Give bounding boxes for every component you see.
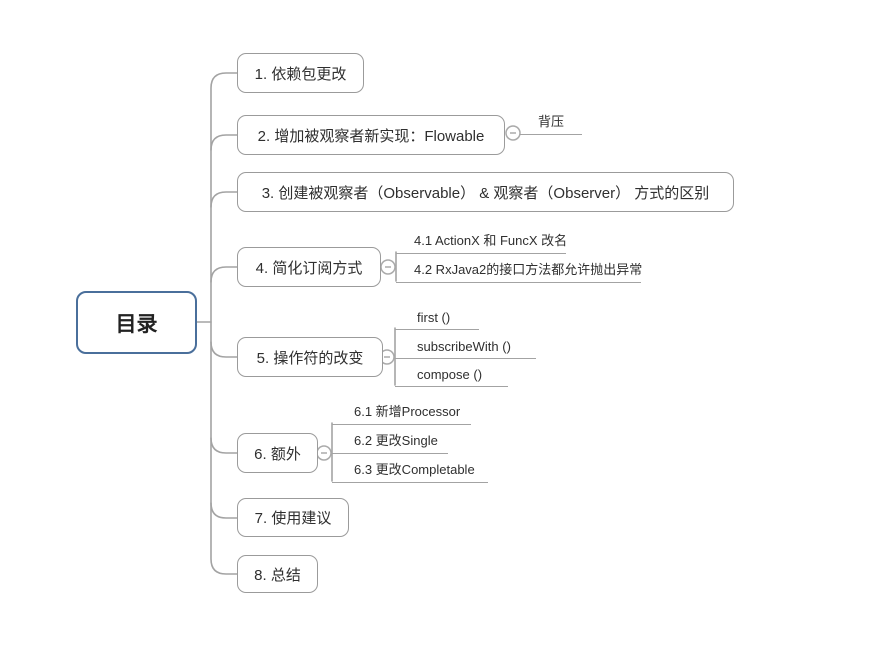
subtopic-5-2-label: subscribeWith () xyxy=(417,339,511,354)
main-topic-5-label: 5. 操作符的改变 xyxy=(256,349,364,367)
subtopic-4-1-label: 4.1 ActionX 和 FuncX 改名 xyxy=(414,233,568,248)
main-topic-2-label: 2. 增加被观察者新实现：Flowable xyxy=(257,127,485,145)
subtopic-6-1-label: 6.1 新增Processor xyxy=(354,404,461,419)
main-topic-1[interactable]: 1. 依赖包更改 xyxy=(237,53,364,93)
connector-line xyxy=(210,191,238,208)
connector-line xyxy=(210,437,238,454)
subtopic-5-3-label: compose () xyxy=(417,367,483,382)
subtopic-2-1-label: 背压 xyxy=(538,114,565,129)
main-topic-7-label: 7. 使用建议 xyxy=(254,510,332,527)
subtopic-5-3[interactable]: compose () xyxy=(395,361,508,387)
subtopic-5-1-label: first () xyxy=(417,310,451,325)
main-topic-8[interactable]: 8. 总结 xyxy=(237,555,318,593)
main-topic-6-label: 6. 额外 xyxy=(254,445,301,463)
collapse-toggle-icon[interactable] xyxy=(505,125,521,141)
main-topic-3[interactable]: 3. 创建被观察者（Observable） & 观察者（Observer） 方式… xyxy=(237,172,734,212)
connector-line xyxy=(210,72,238,575)
subtopic-2-1[interactable]: 背压 xyxy=(520,109,582,135)
connector-line xyxy=(210,134,238,151)
main-topic-8-label: 8. 总结 xyxy=(254,566,301,584)
connector-line xyxy=(210,266,238,283)
subtopic-4-2[interactable]: 4.2 RxJava2的接口方法都允许抛出异常 xyxy=(396,257,643,283)
main-topic-4[interactable]: 4. 简化订阅方式 xyxy=(237,247,381,287)
subtopic-6-2[interactable]: 6.2 更改Single xyxy=(332,428,448,454)
main-topic-6[interactable]: 6. 额外 xyxy=(237,433,318,473)
connector-line xyxy=(210,341,238,358)
subtopic-6-3-label: 6.3 更改Completable xyxy=(354,462,475,477)
main-topic-4-label: 4. 简化订阅方式 xyxy=(255,259,363,277)
root-topic-label: 目录 xyxy=(115,312,158,336)
main-topic-2[interactable]: 2. 增加被观察者新实现：Flowable xyxy=(237,115,505,155)
main-topic-1-label: 1. 依赖包更改 xyxy=(254,65,347,83)
subtopic-4-1[interactable]: 4.1 ActionX 和 FuncX 改名 xyxy=(396,228,568,254)
connector-line xyxy=(210,502,238,519)
main-topic-3-label: 3. 创建被观察者（Observable） & 观察者（Observer） 方式… xyxy=(261,184,710,202)
main-topic-7[interactable]: 7. 使用建议 xyxy=(237,498,349,537)
subtopic-6-2-label: 6.2 更改Single xyxy=(354,433,438,448)
main-topic-5[interactable]: 5. 操作符的改变 xyxy=(237,337,383,377)
root-topic[interactable]: 目录 xyxy=(76,291,197,354)
subtopic-5-2[interactable]: subscribeWith () xyxy=(395,333,536,359)
collapse-toggle-icon[interactable] xyxy=(380,259,396,275)
subtopic-6-3[interactable]: 6.3 更改Completable xyxy=(332,457,488,483)
subtopic-4-2-label: 4.2 RxJava2的接口方法都允许抛出异常 xyxy=(414,262,643,277)
collapse-toggle-icon[interactable] xyxy=(316,445,332,461)
subtopic-6-1[interactable]: 6.1 新增Processor xyxy=(332,399,471,425)
collapse-toggle-icon[interactable] xyxy=(379,349,395,365)
subtopic-5-1[interactable]: first () xyxy=(395,304,479,330)
